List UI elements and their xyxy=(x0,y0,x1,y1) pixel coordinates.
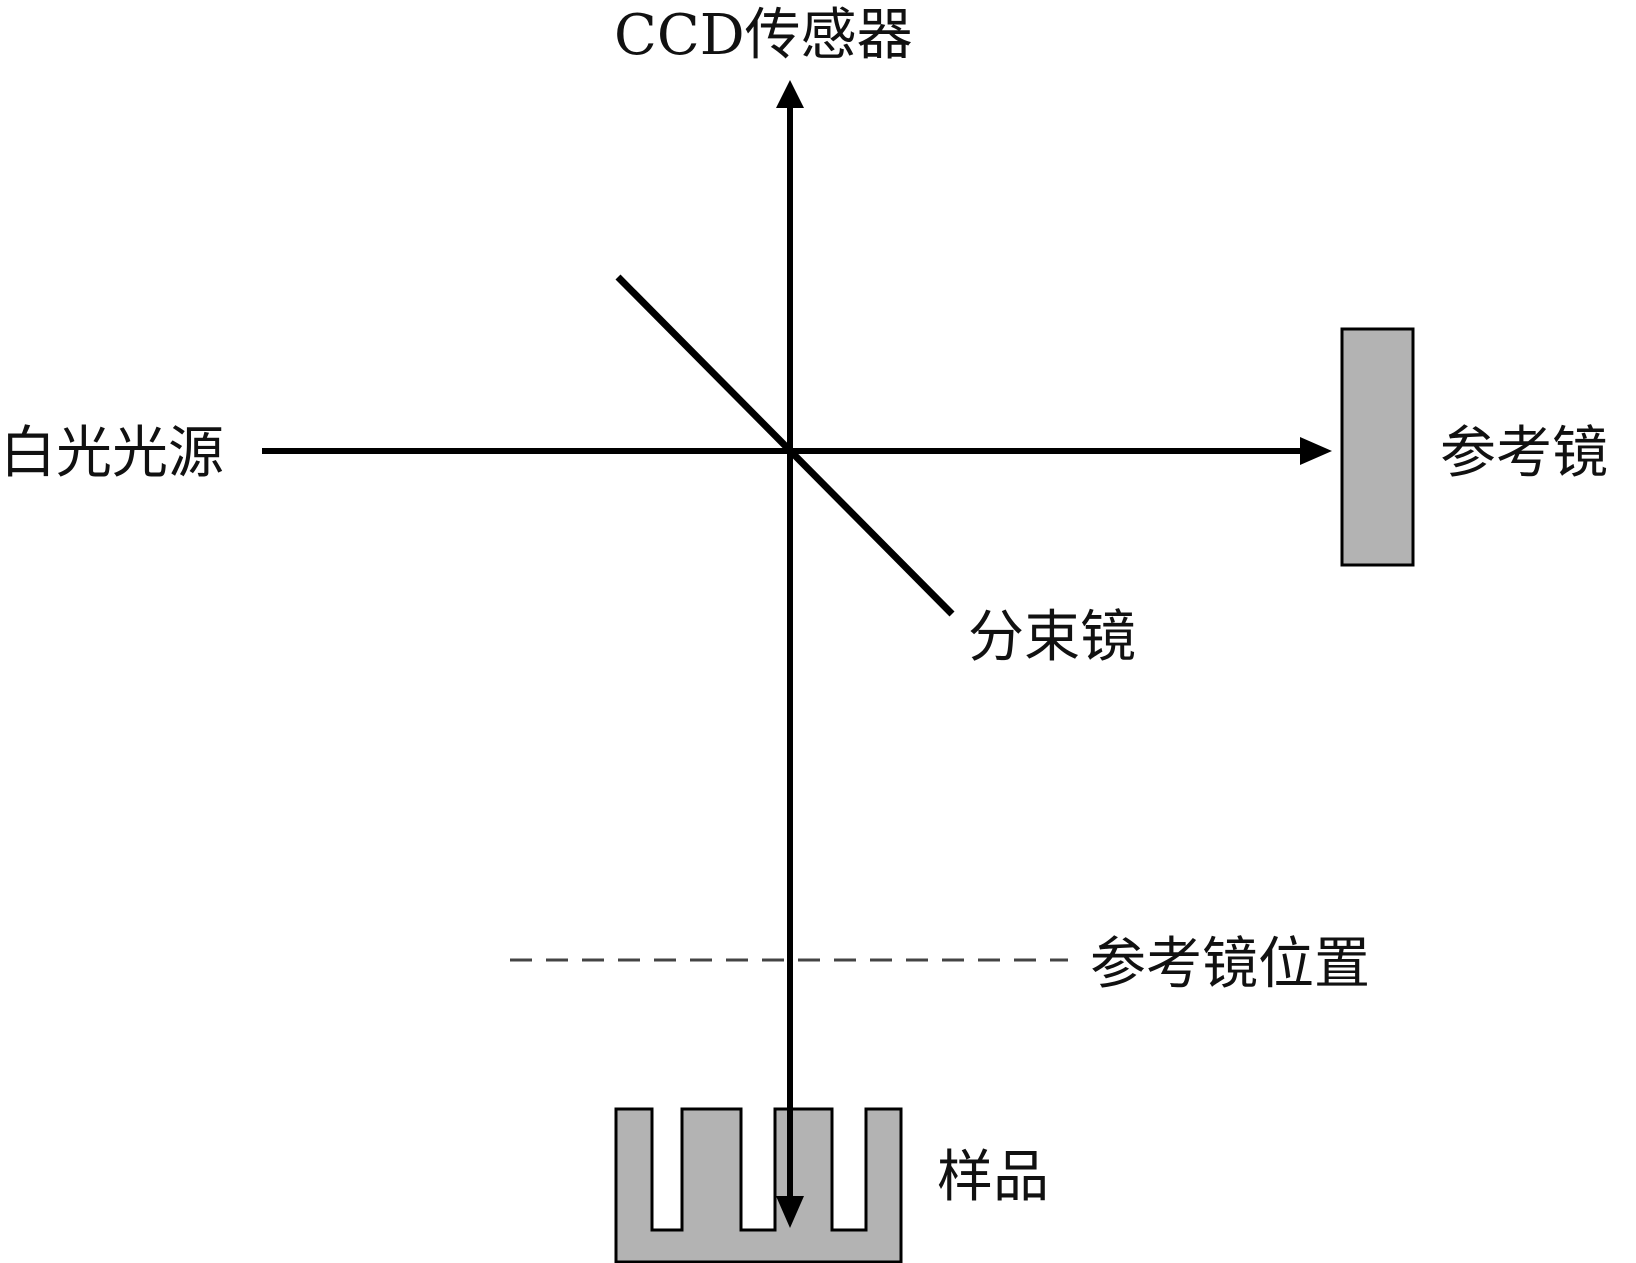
arrow-to-reference-mirror xyxy=(1300,437,1332,465)
reference-mirror-label: 参考镜 xyxy=(1440,421,1608,486)
arrow-to-sample xyxy=(776,1196,804,1228)
arrow-to-ccd xyxy=(776,80,804,108)
beam-splitter-label: 分束镜 xyxy=(968,605,1136,670)
ccd-sensor-label: CCD传感器 xyxy=(614,3,913,68)
reference-mirror xyxy=(1340,327,1415,567)
beam-splitter xyxy=(615,274,955,617)
reference-mirror-position-label: 参考镜位置 xyxy=(1090,932,1370,997)
white-light-source-label: 白光光源 xyxy=(0,421,224,486)
sample-label: 样品 xyxy=(937,1145,1049,1210)
sample-structure xyxy=(614,1107,903,1263)
